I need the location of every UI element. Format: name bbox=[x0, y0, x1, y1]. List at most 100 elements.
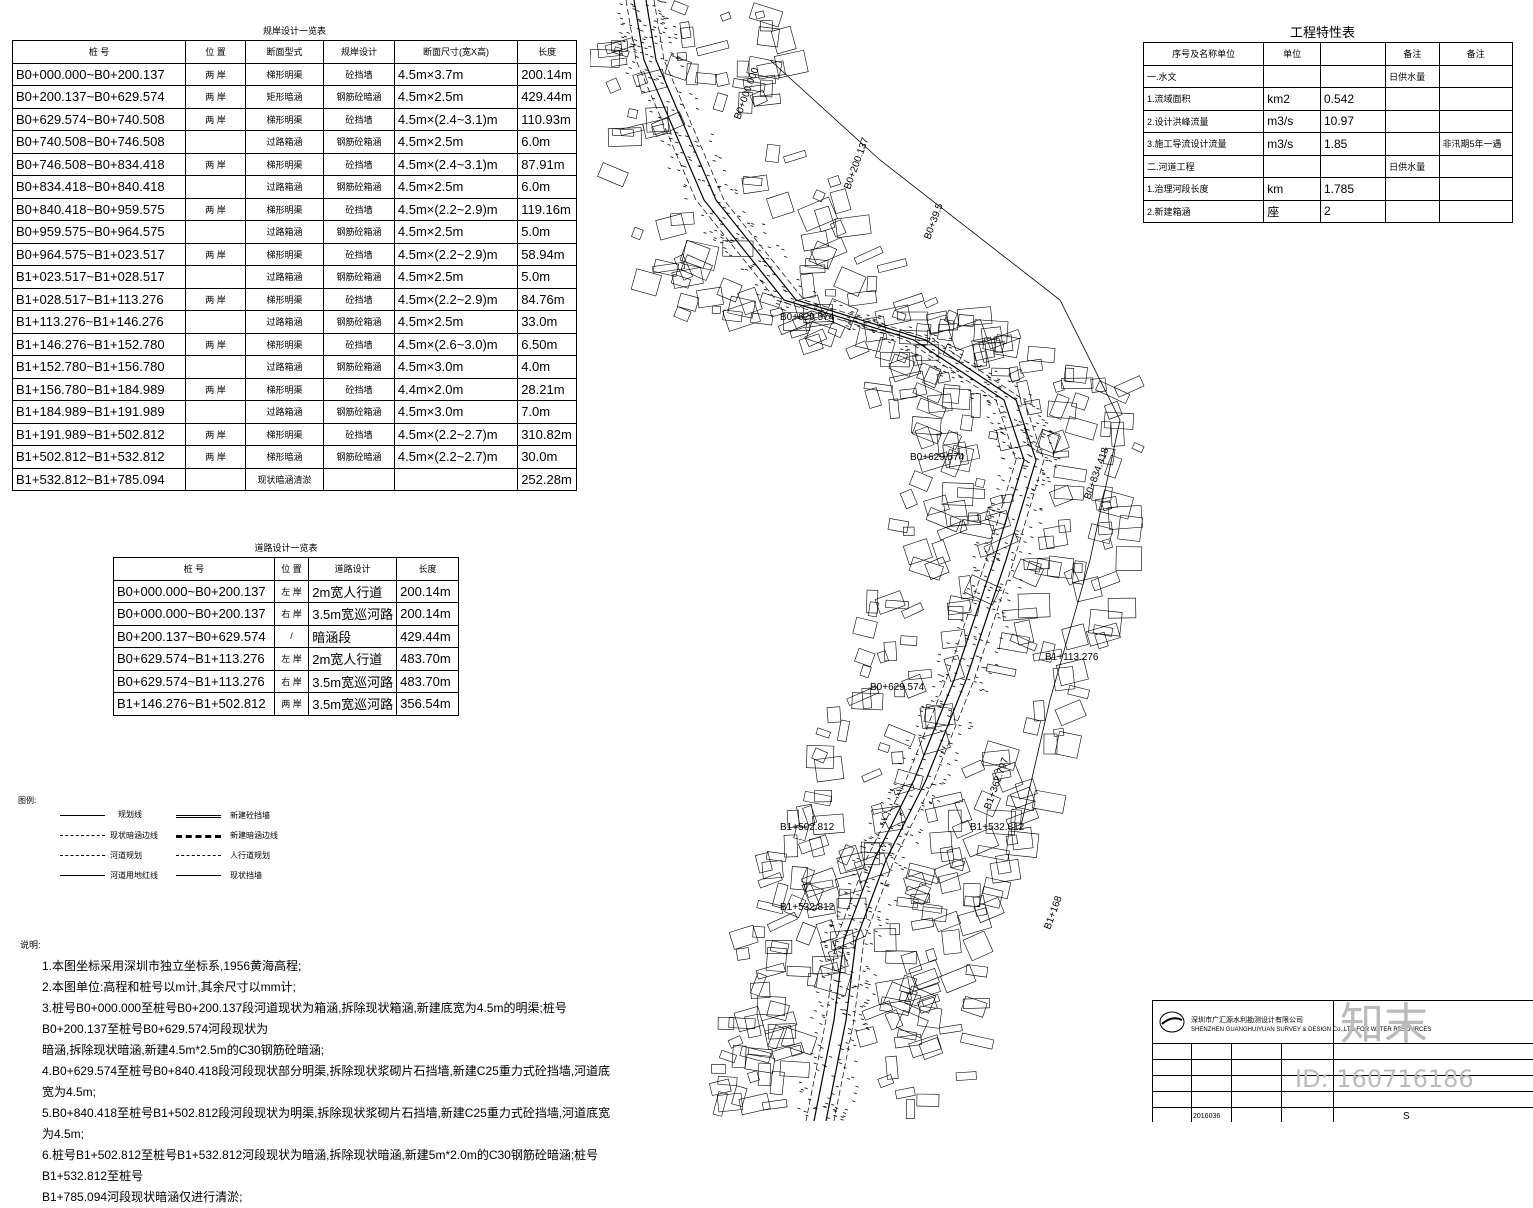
building-outline bbox=[673, 306, 692, 323]
survey-tick bbox=[917, 831, 922, 834]
building-outline bbox=[879, 996, 911, 1016]
table-cell: 钢筋砼暗涵 bbox=[323, 85, 395, 109]
survey-tick bbox=[625, 72, 629, 75]
building-outline bbox=[860, 841, 892, 854]
river-line bbox=[645, 0, 1037, 1121]
building-outline bbox=[861, 1000, 894, 1021]
table-cell bbox=[1438, 177, 1514, 201]
survey-tick bbox=[1007, 380, 1011, 383]
survey-tick bbox=[933, 365, 938, 368]
survey-tick bbox=[996, 612, 1000, 615]
building-outline bbox=[925, 708, 936, 730]
survey-tick bbox=[880, 322, 884, 325]
survey-tick bbox=[847, 1028, 852, 1030]
survey-tick bbox=[973, 602, 977, 605]
building-outline bbox=[1053, 728, 1065, 737]
survey-tick bbox=[931, 795, 936, 797]
building-outline bbox=[1012, 558, 1045, 588]
survey-tick bbox=[866, 999, 870, 1002]
building-outline bbox=[728, 924, 759, 950]
building-outline bbox=[780, 1027, 818, 1056]
note-line: 2.本图单位:高程和桩号以m计,其余尺寸以mm计; bbox=[42, 980, 296, 994]
building-outline bbox=[877, 1074, 895, 1089]
building-outline bbox=[943, 309, 958, 325]
table-cell: 砼挡墙 bbox=[323, 287, 395, 311]
survey-tick bbox=[1026, 496, 1030, 499]
building-outline bbox=[735, 947, 751, 961]
building-outline bbox=[714, 71, 730, 88]
survey-tick bbox=[655, 78, 660, 80]
survey-tick bbox=[988, 401, 992, 404]
table-header-cell: 长度 bbox=[396, 557, 459, 581]
survey-tick bbox=[713, 237, 717, 239]
survey-tick bbox=[845, 988, 850, 990]
building-outline bbox=[812, 189, 826, 203]
table-cell: 过路箱涵 bbox=[244, 265, 325, 289]
survey-tick bbox=[669, 137, 673, 140]
table-cell: m3/s bbox=[1263, 109, 1321, 133]
survey-tick bbox=[1004, 395, 1009, 398]
note-line: 6.桩号B1+502.812至桩号B1+532.812河段现状为暗涵,拆除现状暗… bbox=[42, 1148, 599, 1183]
building-outline bbox=[940, 629, 967, 649]
building-outline bbox=[1115, 546, 1143, 572]
survey-tick bbox=[866, 967, 871, 970]
survey-tick bbox=[974, 543, 978, 546]
survey-tick bbox=[735, 237, 739, 240]
survey-tick bbox=[1035, 422, 1040, 425]
survey-tick bbox=[998, 599, 1002, 601]
survey-tick bbox=[815, 991, 820, 994]
building-outline bbox=[901, 602, 924, 619]
table-cell: 左 岸 bbox=[273, 647, 310, 671]
survey-tick bbox=[988, 378, 992, 381]
survey-tick bbox=[990, 422, 994, 424]
survey-tick bbox=[763, 264, 768, 267]
table-cell: 4.5m×3.0m bbox=[393, 400, 519, 424]
survey-tick bbox=[826, 1117, 830, 1119]
note-line: 暗涵,拆除现状暗涵,新建4.5m*2.5m的C30钢筋砼暗涵; bbox=[42, 1043, 325, 1057]
building-outline bbox=[911, 416, 942, 436]
survey-tick bbox=[726, 212, 730, 214]
building-outline bbox=[921, 993, 941, 1007]
survey-tick bbox=[670, 156, 674, 158]
building-outline bbox=[756, 900, 785, 915]
survey-tick bbox=[700, 214, 705, 217]
building-outline bbox=[889, 923, 900, 936]
survey-tick bbox=[638, 20, 642, 23]
survey-tick bbox=[660, 57, 664, 60]
survey-tick bbox=[1053, 458, 1058, 461]
survey-tick bbox=[649, 110, 653, 113]
survey-tick bbox=[865, 929, 869, 932]
building-outline bbox=[958, 575, 973, 600]
survey-tick bbox=[842, 1112, 847, 1114]
survey-tick bbox=[754, 284, 759, 286]
building-outline bbox=[737, 286, 763, 316]
building-outline bbox=[1088, 608, 1123, 637]
survey-tick bbox=[927, 358, 931, 360]
survey-tick bbox=[1041, 436, 1045, 438]
survey-tick bbox=[880, 863, 884, 865]
survey-tick bbox=[896, 333, 900, 336]
building-outline bbox=[795, 921, 817, 946]
table-header-cell: 单位 bbox=[1263, 42, 1321, 66]
survey-tick bbox=[984, 667, 988, 669]
table-cell: 2.新建箱涵 bbox=[1142, 199, 1265, 223]
survey-tick bbox=[781, 248, 785, 251]
survey-tick bbox=[817, 311, 821, 314]
road-design-table: 道路设计一览表 桩 号位 置道路设计长度 B0+000.000~B0+200.1… bbox=[113, 537, 459, 716]
survey-tick bbox=[992, 412, 996, 415]
table-cell: 砼挡墙 bbox=[323, 332, 395, 356]
building-outline bbox=[679, 240, 711, 269]
survey-tick bbox=[864, 869, 869, 871]
table-cell bbox=[1438, 199, 1514, 223]
building-outline bbox=[977, 541, 995, 558]
table-cell: 5.0m bbox=[517, 220, 577, 244]
survey-tick bbox=[866, 314, 870, 317]
table-cell bbox=[1385, 199, 1440, 223]
building-outline bbox=[837, 719, 851, 743]
building-outline bbox=[885, 950, 917, 965]
survey-tick bbox=[932, 685, 936, 688]
building-outline bbox=[1110, 421, 1125, 447]
